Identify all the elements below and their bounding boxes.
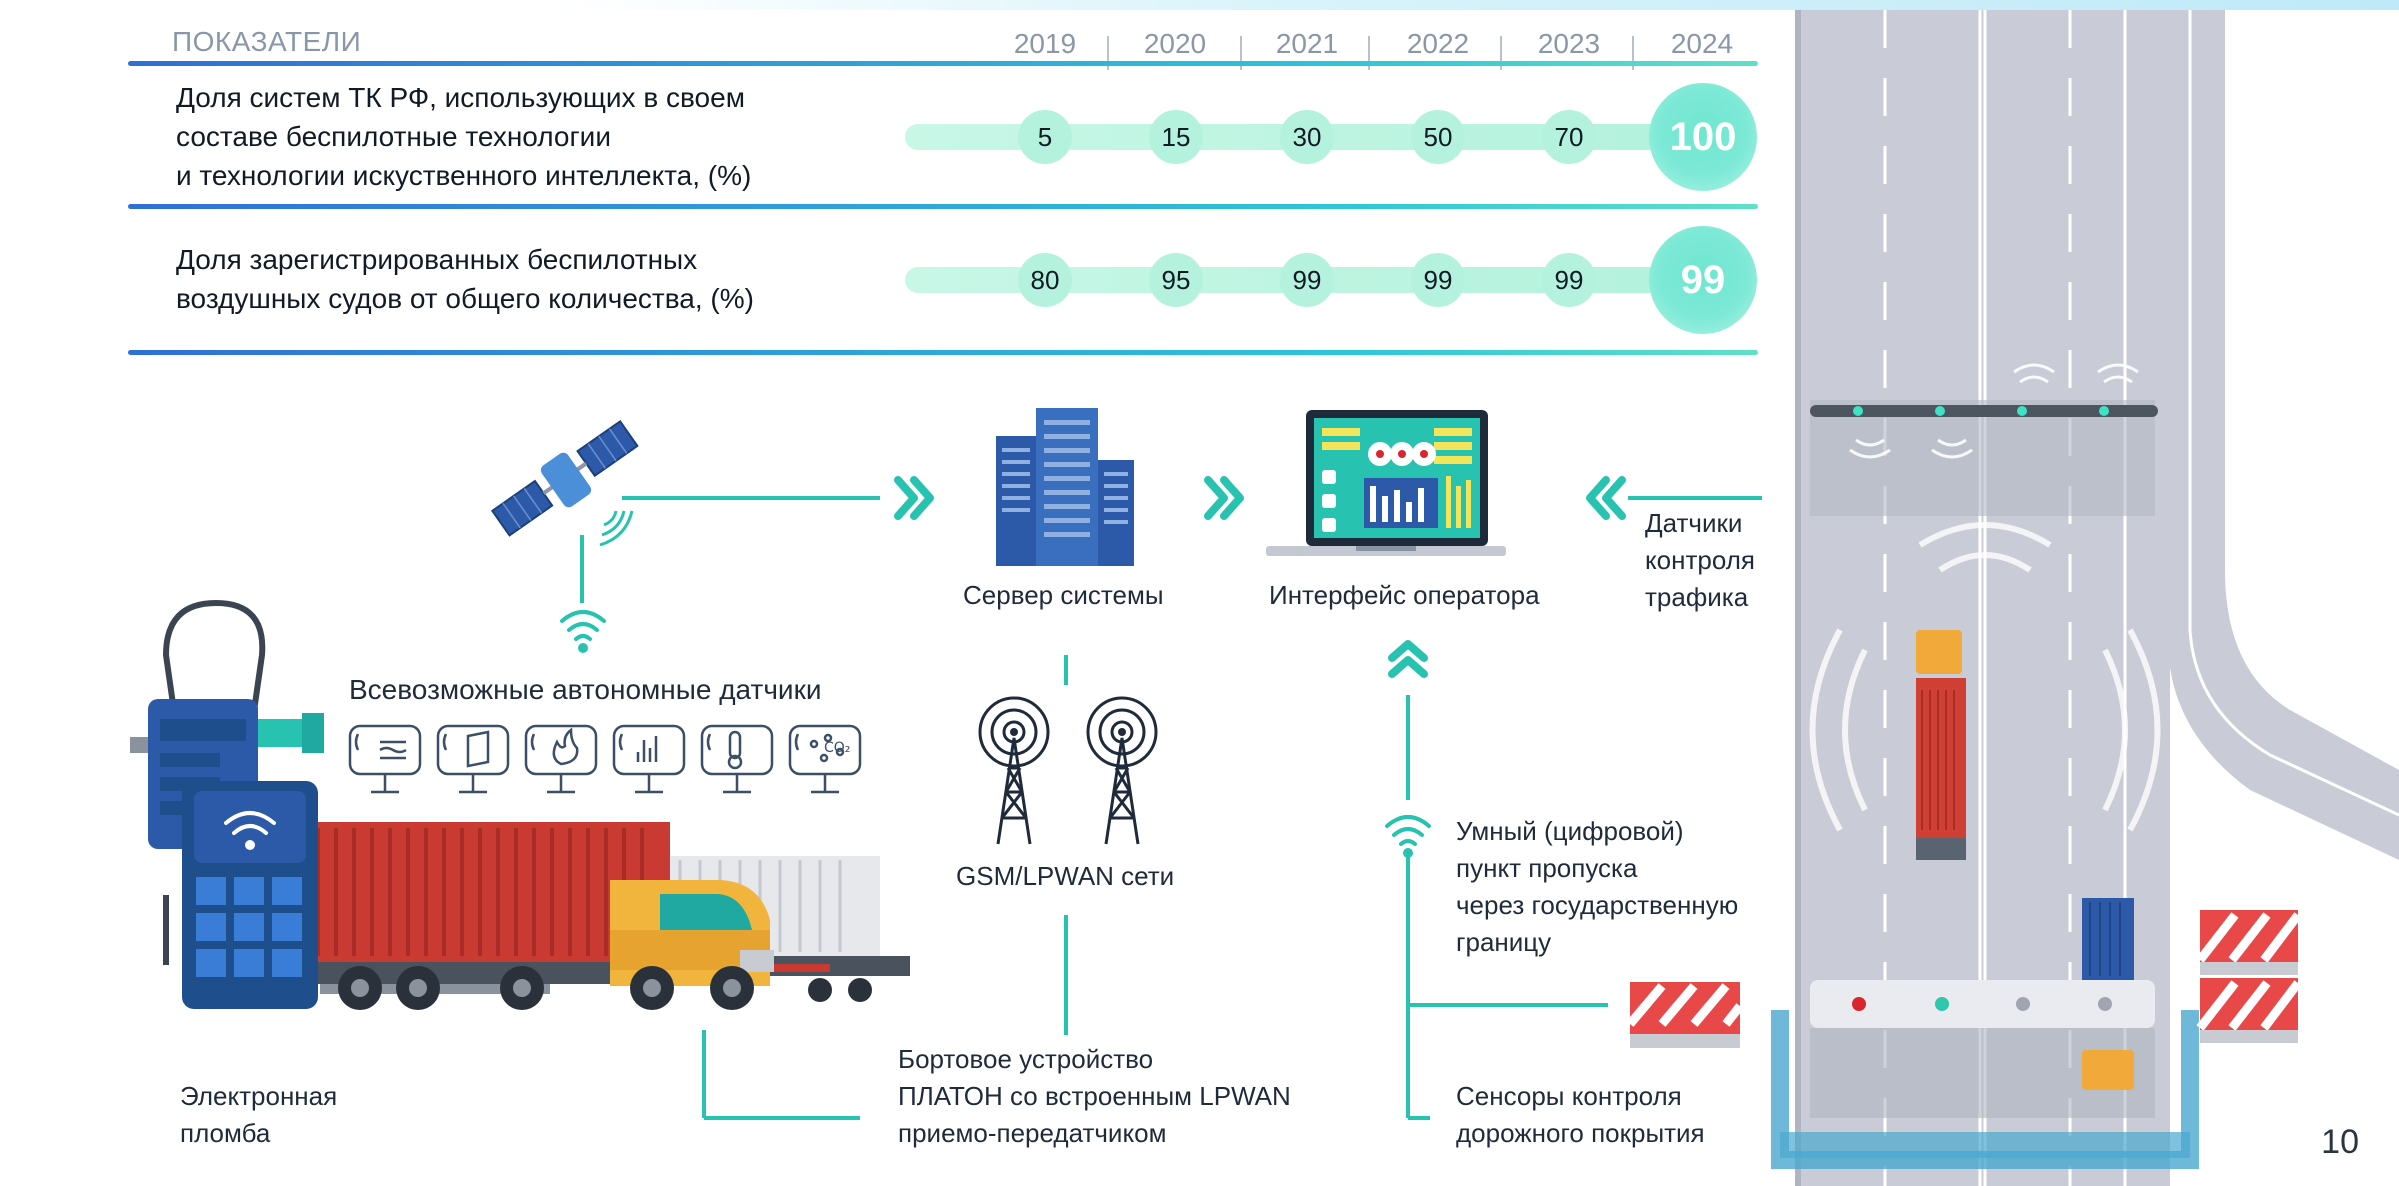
- row2-value-2023: 99: [1542, 253, 1596, 307]
- smart-checkpoint-line1: Умный (цифровой): [1456, 816, 1684, 846]
- row2-line1: Доля зарегистрированных беспилотных: [176, 244, 698, 275]
- row1-value-2024: 100: [1649, 83, 1757, 191]
- autonomous-sensors-title: Всевозможные автономные датчики: [349, 674, 822, 705]
- row1-line1: Доля систем ТК РФ, использующих в своем: [176, 82, 745, 113]
- container-truck-icon: [300, 822, 910, 1010]
- electronic-seal-icon: [130, 599, 324, 1009]
- co2-text: CO₂: [824, 740, 850, 756]
- seal-line1: Электронная: [180, 1081, 338, 1111]
- satellite-icon: [490, 419, 639, 547]
- row1-line3: и технологии искуственного интеллекта, (…: [176, 160, 752, 191]
- year-separator: [1107, 36, 1109, 70]
- row1-value-2023: 70: [1542, 110, 1596, 164]
- row1-value-2019: 5: [1018, 110, 1072, 164]
- year-2022: 2022: [1406, 28, 1470, 59]
- operator-laptop-icon: [1266, 410, 1506, 556]
- traffic-sensors-line2: контроля: [1645, 545, 1755, 575]
- row1-line2: составе беспилотные технологии: [176, 121, 611, 152]
- traffic-sensors-line3: трафика: [1645, 582, 1749, 612]
- row2-value-2021: 99: [1280, 253, 1334, 307]
- electronic-seal-label: Электронная пломба: [180, 1078, 337, 1152]
- year-separator: [1368, 36, 1370, 70]
- road-barrier-icon: [1630, 982, 1740, 1048]
- gsm-towers-icon: [978, 696, 1158, 845]
- server-label: Сервер системы: [963, 580, 1164, 610]
- indicators-header: ПОКАЗАТЕЛИ: [172, 26, 362, 57]
- row2-value-2022: 99: [1411, 253, 1465, 307]
- header-divider: [128, 61, 1758, 66]
- road-sensors-line1: Сенсоры контроля: [1456, 1081, 1682, 1111]
- row1-label: Доля систем ТК РФ, использующих в своем …: [176, 78, 751, 195]
- year-2023: 2023: [1537, 28, 1601, 59]
- year-separator: [1500, 36, 1502, 70]
- row1-value-2020: 15: [1149, 110, 1203, 164]
- row1-value-2021: 30: [1280, 110, 1334, 164]
- seal-line2: пломба: [180, 1118, 271, 1148]
- smart-checkpoint-label: Умный (цифровой) пункт пропуска через го…: [1456, 813, 1738, 961]
- gsm-label: GSM/LPWAN сети: [956, 861, 1175, 891]
- onboard-line1: Бортовое устройство: [898, 1044, 1154, 1074]
- row2-value-2024: 99: [1649, 226, 1757, 334]
- onboard-line3: приемо-передатчиком: [898, 1118, 1167, 1148]
- year-separator: [1240, 36, 1242, 70]
- smart-checkpoint-line3: через государственную: [1456, 890, 1739, 920]
- year-2019: 2019: [1013, 28, 1077, 59]
- traffic-sensors-line1: Датчики: [1645, 508, 1743, 538]
- row2-label: Доля зарегистрированных беспилотных возд…: [176, 240, 754, 318]
- table-bottom-divider: [128, 350, 1758, 355]
- row2-line2: воздушных судов от общего количества, (%…: [176, 283, 754, 314]
- row1-value-2022: 50: [1411, 110, 1465, 164]
- sensor-icons-row: CO₂: [348, 724, 862, 794]
- top-accent-bar: [560, 0, 2399, 10]
- road-sensors-label: Сенсоры контроля дорожного покрытия: [1456, 1078, 1705, 1152]
- server-icon: [996, 408, 1134, 566]
- row2-value-2020: 95: [1149, 253, 1203, 307]
- page-number: 10: [2321, 1123, 2359, 1161]
- row-divider: [128, 204, 1758, 209]
- year-separator: [1632, 36, 1634, 70]
- wifi-icon: [1385, 815, 1431, 858]
- year-2021: 2021: [1275, 28, 1339, 59]
- smart-checkpoint-line2: пункт пропуска: [1456, 853, 1638, 883]
- onboard-device-label: Бортовое устройство ПЛАТОН со встроенным…: [898, 1041, 1291, 1152]
- border-checkpoint-road-illustration: [1771, 10, 2399, 1186]
- smart-checkpoint-line4: границу: [1456, 927, 1552, 957]
- wifi-icon: [560, 610, 606, 653]
- road-sensors-line2: дорожного покрытия: [1456, 1118, 1705, 1148]
- onboard-line2: ПЛАТОН со встроенным LPWAN: [898, 1081, 1291, 1111]
- row2-value-2019: 80: [1018, 253, 1072, 307]
- operator-label: Интерфейс оператора: [1269, 580, 1540, 610]
- year-2024: 2024: [1670, 28, 1734, 59]
- traffic-sensors-label: Датчики контроля трафика: [1645, 505, 1755, 616]
- year-2020: 2020: [1143, 28, 1207, 59]
